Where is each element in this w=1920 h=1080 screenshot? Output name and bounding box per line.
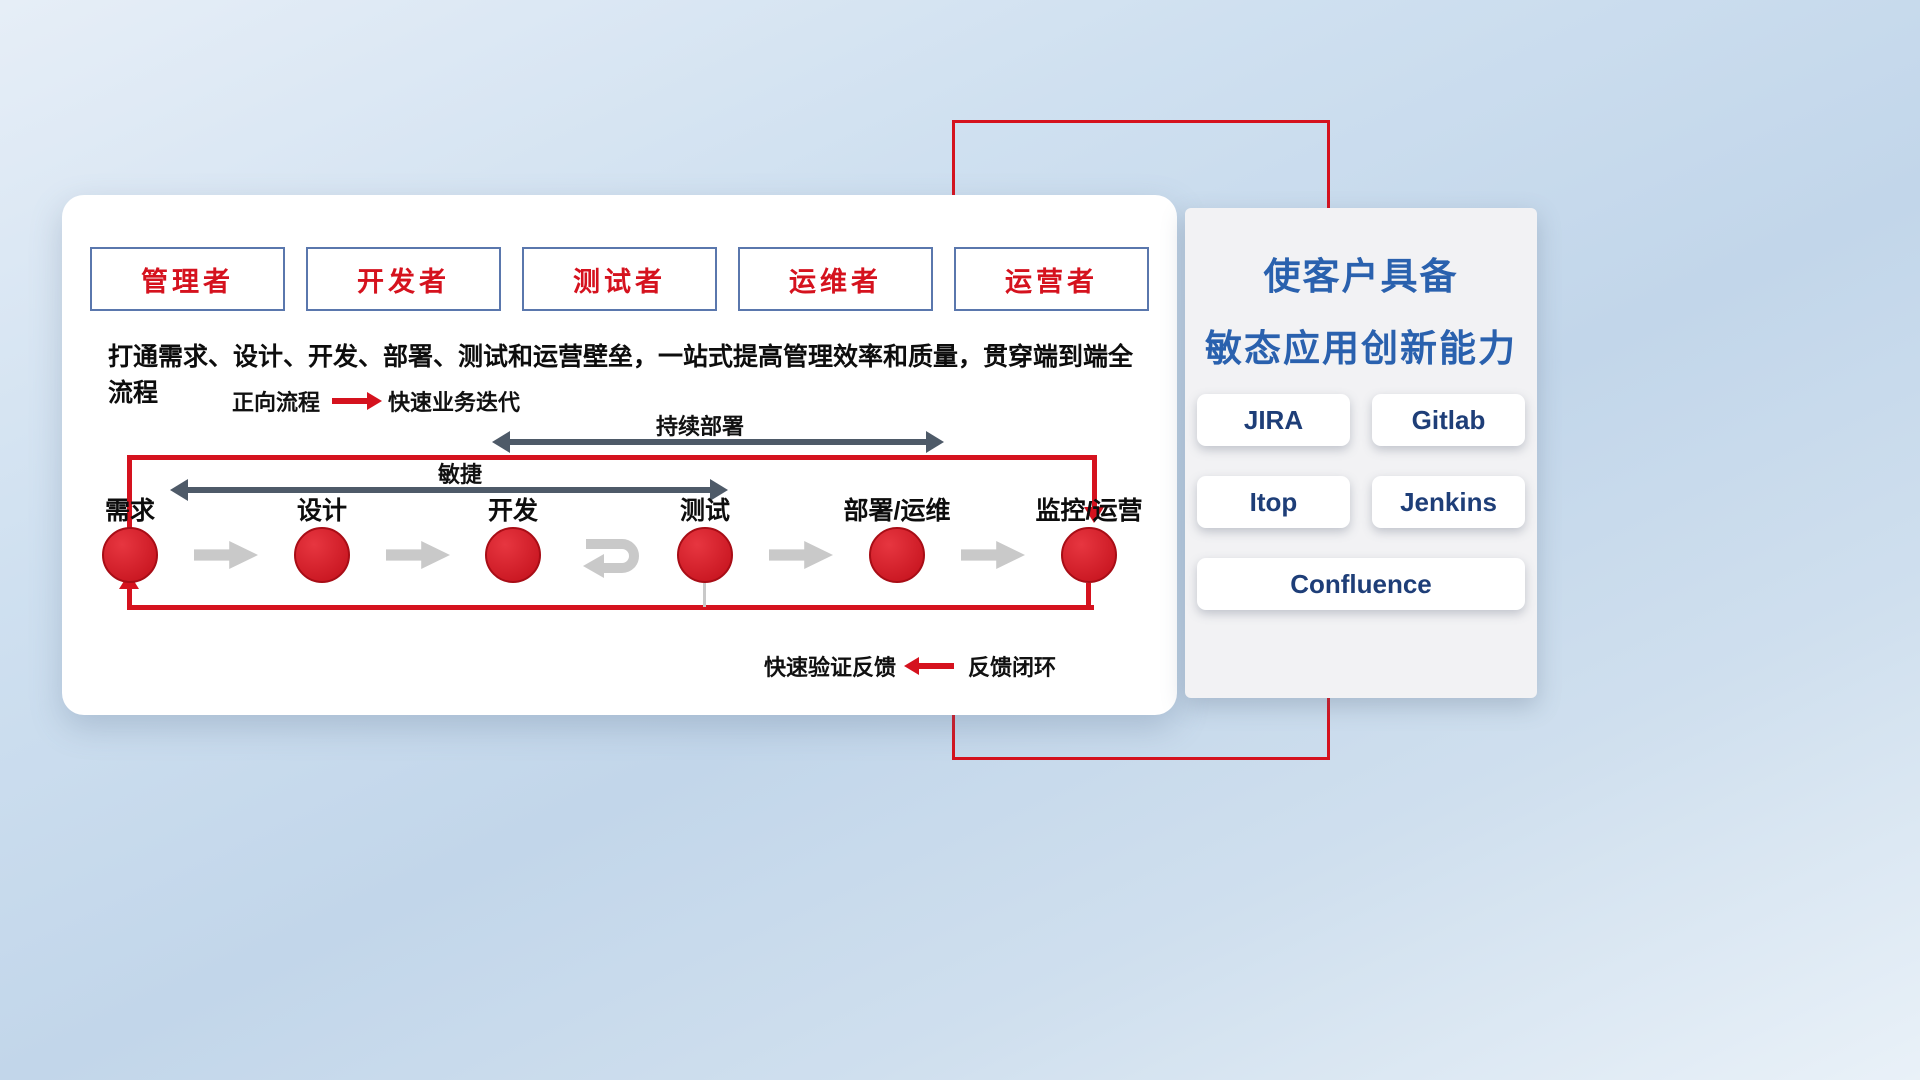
flow-node-circle — [677, 527, 733, 583]
feedback-left-line — [127, 587, 132, 607]
capability-title-line2: 敏态应用创新能力 — [1205, 328, 1517, 369]
role-box-ops: 运维者 — [738, 247, 933, 311]
tools-grid: JIRA Gitlab Itop Jenkins Confluence — [1197, 394, 1525, 610]
feedback-value: 快速验证反馈 — [764, 655, 897, 680]
continuous-deploy-arrow-icon — [492, 431, 944, 453]
feedback-legend: 快速验证反馈 反馈闭环 — [764, 650, 1056, 682]
role-label: 运营者 — [1005, 266, 1098, 297]
role-box-manager: 管理者 — [90, 247, 285, 311]
flow-node-circle — [1061, 527, 1117, 583]
continuous-deploy-label: 持续部署 — [655, 414, 744, 439]
role-box-developer: 开发者 — [306, 247, 501, 311]
flow-step-label-design: 设计 — [296, 497, 347, 525]
test-feedback-stub-line — [703, 583, 706, 607]
step-arrow-icon — [194, 541, 258, 569]
flow-node-circle — [294, 527, 350, 583]
step-arrow-icon — [961, 541, 1025, 569]
forward-loop-top-line — [127, 455, 1097, 460]
agile-arrow-icon — [170, 479, 728, 501]
feedback-right-line — [1086, 583, 1091, 609]
flow-step-label-deploy-ops: 部署/运维 — [843, 497, 951, 525]
forward-flow-value: 快速业务迭代 — [388, 390, 521, 415]
tool-itop: Itop — [1197, 476, 1350, 528]
forward-flow-label: 正向流程 — [232, 390, 321, 415]
role-box-tester: 测试者 — [522, 247, 717, 311]
tool-jenkins: Jenkins — [1372, 476, 1525, 528]
step-arrow-icon — [386, 541, 450, 569]
iteration-loop-icon — [583, 539, 639, 578]
flow-node-circle — [102, 527, 158, 583]
feedback-label: 反馈闭环 — [968, 655, 1057, 680]
agile-label: 敏捷 — [437, 462, 482, 487]
capability-panel: 使客户具备 敏态应用创新能力 JIRA Gitlab Itop Jenkins … — [1185, 208, 1537, 698]
forward-loop-left-line — [127, 455, 132, 529]
flow-step-label-testing: 测试 — [679, 497, 730, 525]
flow-step-label-requirements: 需求 — [104, 497, 155, 525]
role-label: 测试者 — [573, 266, 666, 297]
panel-subtitle: 打通需求、设计、开发、部署、测试和运营壁垒，一站式提高管理效率和质量，贯穿端到端… — [108, 343, 1134, 407]
feedback-arrow-icon — [904, 657, 955, 675]
tool-gitlab: Gitlab — [1372, 394, 1525, 446]
devops-flow-panel: 管理者 开发者 测试者 运维者 运营者 打通需求、设计、开发、部署、测试和运营壁… — [62, 195, 1177, 715]
tool-confluence: Confluence — [1197, 558, 1525, 610]
forward-loop-right-line — [1092, 455, 1097, 509]
flow-step-label-development: 开发 — [487, 497, 538, 525]
role-label: 运维者 — [789, 266, 882, 297]
role-label: 管理者 — [141, 266, 234, 297]
flow-node-circle — [485, 527, 541, 583]
flow-step-label-monitor-operate: 监控/运营 — [1035, 497, 1143, 525]
feedback-bottom-line — [127, 605, 1094, 610]
forward-flow-legend: 正向流程 快速业务迭代 — [232, 385, 520, 417]
forward-arrow-icon — [332, 392, 383, 410]
forward-loop-arrowhead-icon — [1084, 507, 1104, 523]
capability-title-line1: 使客户具备 — [1263, 256, 1459, 297]
tool-jira: JIRA — [1197, 394, 1350, 446]
roles-row: 管理者 开发者 测试者 运维者 运营者 — [90, 247, 1149, 311]
step-arrow-icon — [769, 541, 833, 569]
flow-node-circle — [869, 527, 925, 583]
role-box-operator: 运营者 — [954, 247, 1149, 311]
role-label: 开发者 — [357, 266, 450, 297]
